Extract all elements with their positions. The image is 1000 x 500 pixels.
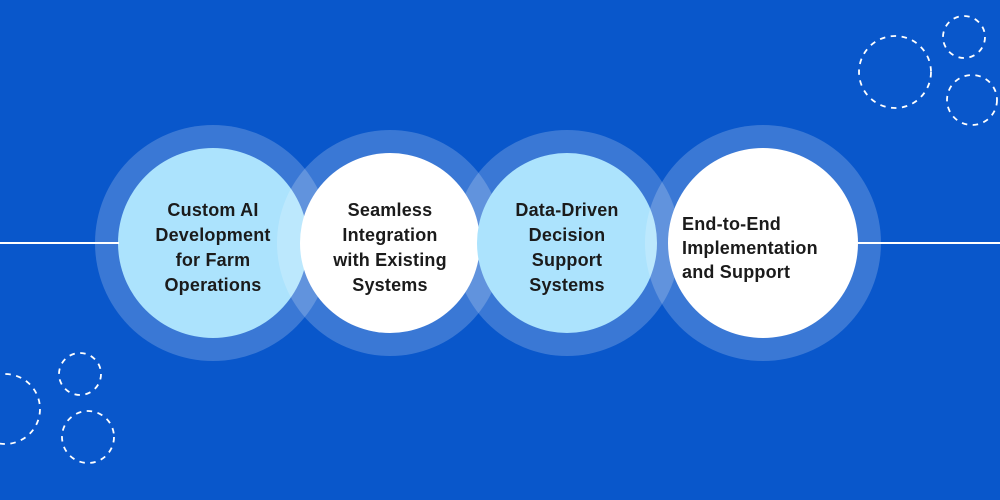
dashed-circle-icon [61,410,115,464]
divider-line-right [858,242,1000,244]
bubble-data-driven: Data-Driven Decision Support Systems [477,153,657,333]
bubble-label-data-driven: Data-Driven Decision Support Systems [515,200,619,295]
bubble-custom-ai: Custom AI Development for Farm Operation… [118,148,308,338]
bubble-label-seamless-integration: Seamless Integration with Existing Syste… [333,200,447,295]
dashed-circle-icon [858,35,932,109]
bubble-seamless-integration: Seamless Integration with Existing Syste… [300,153,480,333]
bubble-label-custom-ai: Custom AI Development for Farm Operation… [155,200,271,295]
divider-line-left [0,242,119,244]
dashed-circle-icon [0,373,41,445]
dashed-circle-icon [58,352,102,396]
bubble-label-end-to-end: End-to-End Implementation and Support [682,214,818,282]
dashed-circle-icon [946,74,998,126]
bubble-end-to-end: End-to-End Implementation and Support [668,148,858,338]
dashed-circle-icon [942,15,986,59]
